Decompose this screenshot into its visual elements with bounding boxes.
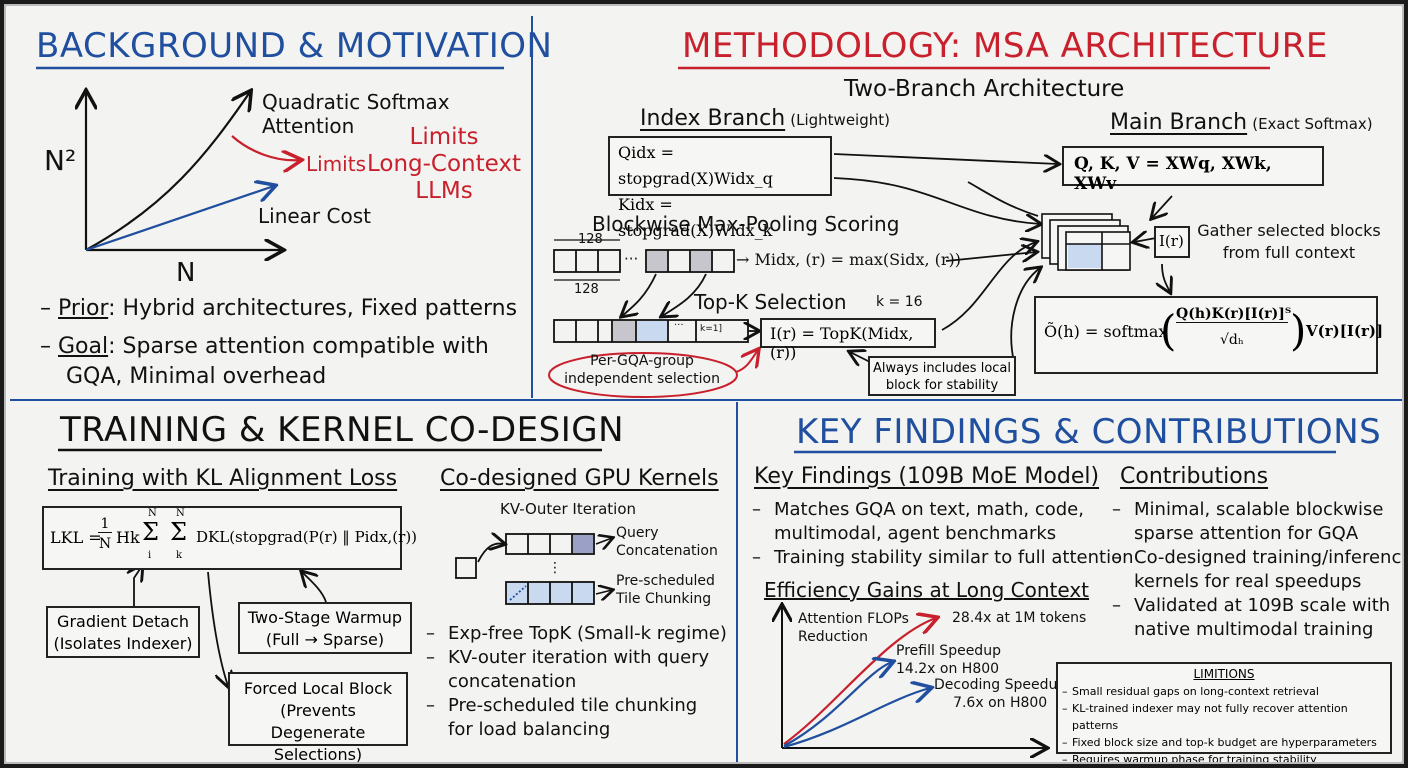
training-title: TRAINING & KERNEL CO-DESIGN — [60, 410, 625, 450]
limits-long-context-note: Limits Long-Context LLMs — [366, 124, 522, 204]
methodology-title: METHODOLOGY: MSA ARCHITECTURE — [682, 26, 1328, 66]
max-pool-equation: → Midx, (r) = max(Sidx, (r)) — [736, 250, 962, 269]
diagram-lines: ⋮ — [10, 16, 1402, 762]
index-set-box: I(r) — [1154, 226, 1190, 258]
efficiency-chart-axes — [782, 606, 1046, 748]
x-axis-label: N — [176, 258, 196, 288]
quadratic-curve — [85, 92, 250, 251]
goal-line: – Goal: Sparse attention compatible with — [40, 334, 489, 359]
svg-text:⋮: ⋮ — [548, 560, 562, 576]
two-branch-subtitle: Two-Branch Architecture — [844, 76, 1125, 102]
kl-loss-heading: Training with KL Alignment Loss — [48, 466, 398, 491]
two-stage-warmup-box: Two-Stage Warmup (Full → Sparse) — [238, 602, 412, 654]
limits-arrow-label: Limits — [306, 152, 366, 176]
block-size-bottom: 128 — [574, 282, 599, 297]
k-idx-equation: Kidx = stopgrad(X)Widx_k — [618, 195, 773, 240]
prefill-curve — [783, 662, 892, 747]
efficiency-heading: Efficiency Gains at Long Context — [764, 578, 1090, 602]
block-row-top — [553, 249, 735, 273]
limitations-title: LIMITIONS — [1193, 667, 1255, 681]
kernel-bullets: Exp-free TopK (Small-k regime) KV-outer … — [426, 622, 727, 742]
y-axis-label: N² — [44, 144, 77, 177]
block-size-top: 128 — [578, 232, 603, 247]
block-ellipsis: ··· — [624, 250, 639, 268]
topk-k-cell: k=1] — [700, 324, 722, 334]
kv-outer-title: KV-Outer Iteration — [500, 500, 637, 518]
gpu-kernels-heading: Co-designed GPU Kernels — [440, 466, 719, 491]
main-branch-heading: Main Branch (Exact Softmax) — [1110, 110, 1373, 135]
linear-line — [85, 186, 274, 252]
maxpool-title: Blockwise Max-Pooling Scoring — [592, 212, 900, 236]
findings-title: KEY FINDINGS & CONTRIBUTIONS — [796, 412, 1382, 452]
background-title: BACKGROUND & MOTIVATION — [36, 26, 553, 66]
kv-query-row — [505, 533, 595, 555]
q-idx-equation: Qidx = stopgrad(X)Widx_q — [618, 143, 773, 188]
query-concat-label: Query Concatenation — [616, 525, 718, 559]
prior-line: – Prior: Hybrid architectures, Fixed pat… — [40, 296, 518, 321]
kl-loss-equation-box: LKL = 1 N Hk N Σ i N Σ k DKL(stopgrad(P(… — [42, 506, 417, 570]
local-block-note: Always includes local block for stabilit… — [868, 356, 1016, 396]
efficiency-y-label: Attention FLOPs Reduction — [798, 611, 909, 645]
prescheduled-label: Pre-scheduled Tile Chunking — [616, 573, 715, 607]
gradient-detach-box: Gradient Detach (Isolates Indexer) — [46, 606, 200, 658]
gqa-group-note: Per-GQA-group independent selection — [564, 353, 720, 387]
output-equation-box: Õ(h) = softmax ( Q(h)K(r)[I(r)]ᵀ √dₕ ) V… — [1034, 296, 1383, 374]
goal-line-2: GQA, Minimal overhead — [66, 364, 327, 389]
gather-blocks-note: Gather selected blocks from full context — [1197, 221, 1381, 262]
limits-arrow — [231, 135, 300, 160]
k-value: k = 16 — [876, 294, 923, 310]
limitations-box: LIMITIONS Small residual gaps on long-co… — [1056, 662, 1392, 762]
decode-curve — [783, 688, 930, 749]
prefill-speedup-label: Prefill Speedup 14.2x on H800 — [896, 643, 1001, 677]
linear-cost-label: Linear Cost — [258, 204, 371, 228]
decoding-speedup-label: Decoding Speedup 7.6x on H800 — [934, 677, 1067, 711]
stacked-blocks — [1041, 213, 1131, 271]
index-branch-heading: Index Branch (Lightweight) — [640, 106, 890, 131]
key-findings-list: Matches GQA on text, math, code,multimod… — [752, 498, 1134, 570]
contributions-heading: Contributions — [1120, 464, 1269, 489]
flops-curve — [783, 618, 936, 745]
quadratic-label-line2: Attention — [262, 114, 355, 138]
topk-title: Top-K Selection — [694, 290, 847, 314]
topk-equation-box: I(r) = TopK(Midx, (r)) — [760, 318, 936, 362]
topk-ellipsis: ··· — [674, 320, 684, 331]
quadratic-label-line1: Quadratic Softmax — [262, 90, 450, 114]
forced-local-block-box: Forced Local Block (Prevents Degenerate … — [228, 672, 408, 762]
cost-chart-axes — [86, 92, 282, 250]
index-projection-box: Qidx = stopgrad(X)Widx_q Kidx = stopgrad… — [608, 136, 832, 240]
whiteboard: ⋮ BACKGROUND & MOTIVATION N² N Quadratic… — [4, 4, 1404, 764]
tile-chunk-row — [505, 581, 595, 605]
qkv-equation-box: Q, K, V = XWq, XWk, XWv — [1062, 146, 1324, 194]
flops-reduction-label: 28.4x at 1M tokens — [952, 610, 1087, 626]
key-findings-heading: Key Findings (109B MoE Model) — [754, 464, 1100, 489]
